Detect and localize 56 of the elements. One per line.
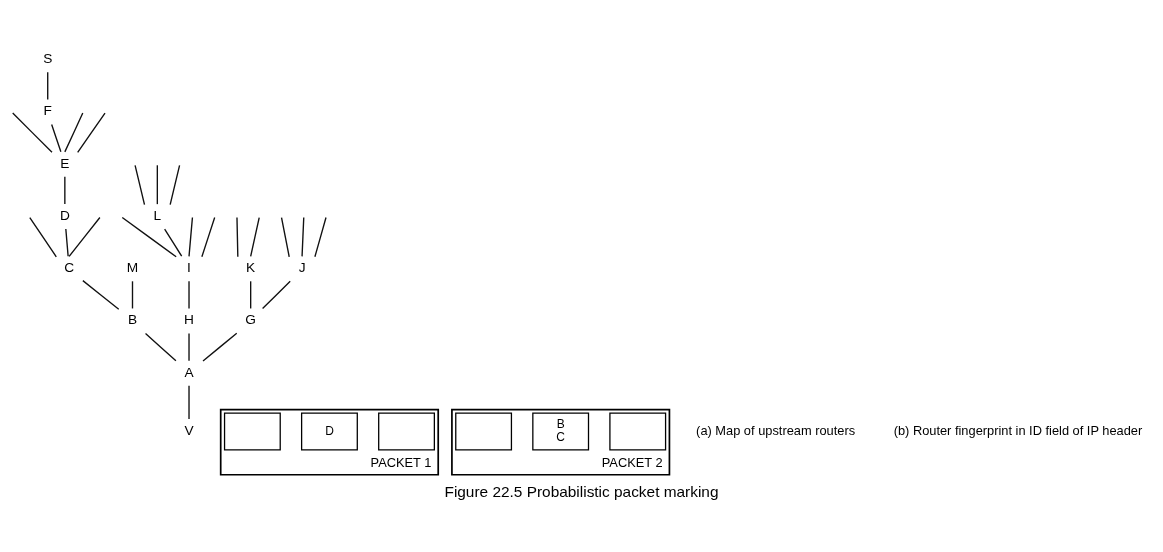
connector (250, 280, 252, 309)
connector (29, 216, 57, 257)
node-box (609, 411, 667, 451)
connector (82, 279, 120, 310)
connector (163, 227, 183, 257)
node-box: D (301, 411, 358, 451)
node-text: K (246, 259, 256, 275)
connector (188, 384, 190, 420)
node-text: J (298, 259, 306, 275)
node-text: H (184, 311, 194, 327)
connector (65, 227, 69, 257)
node-text: I (187, 259, 191, 275)
node-box (455, 411, 513, 451)
connector (134, 164, 146, 205)
node-label: PACKET 2 (601, 454, 663, 470)
node-box (378, 411, 435, 451)
label: (a) Map of upstream routers (696, 422, 856, 437)
caption: Figure 22.5 Probabilistic packet marking (444, 482, 719, 500)
connector (188, 280, 190, 309)
connector (202, 332, 238, 362)
node-text: E (60, 155, 70, 171)
connector (201, 216, 216, 257)
connector (188, 216, 194, 257)
connector (12, 111, 53, 153)
connector (261, 280, 291, 309)
node-box: B C (532, 411, 590, 451)
node-text: B (127, 311, 138, 327)
connector (188, 332, 190, 361)
node-label: PACKET 1 (370, 454, 432, 470)
node-text: A (184, 364, 194, 380)
node-box (223, 411, 281, 451)
connector (51, 123, 62, 152)
connector (169, 164, 181, 205)
node-text: S (43, 50, 53, 66)
label: (b) Router fingerprint in ID field of IP header (893, 422, 1143, 437)
connector (144, 332, 177, 361)
node-text: V (184, 422, 194, 438)
connector (64, 175, 66, 205)
node-text: L (153, 207, 162, 223)
connector (236, 216, 239, 257)
connector (314, 216, 327, 257)
connector (250, 216, 260, 257)
connector (156, 164, 158, 205)
connector (64, 111, 84, 153)
connector (68, 216, 101, 257)
connector (131, 280, 134, 309)
node-text: G (245, 311, 256, 327)
connector (77, 111, 106, 153)
node-text: F (43, 102, 52, 118)
node-text: M (126, 259, 139, 275)
node-text: C (64, 259, 75, 275)
connector (121, 216, 177, 257)
node-text: D (59, 207, 70, 223)
connector (280, 216, 290, 257)
connector (301, 216, 305, 257)
connector (47, 71, 49, 100)
